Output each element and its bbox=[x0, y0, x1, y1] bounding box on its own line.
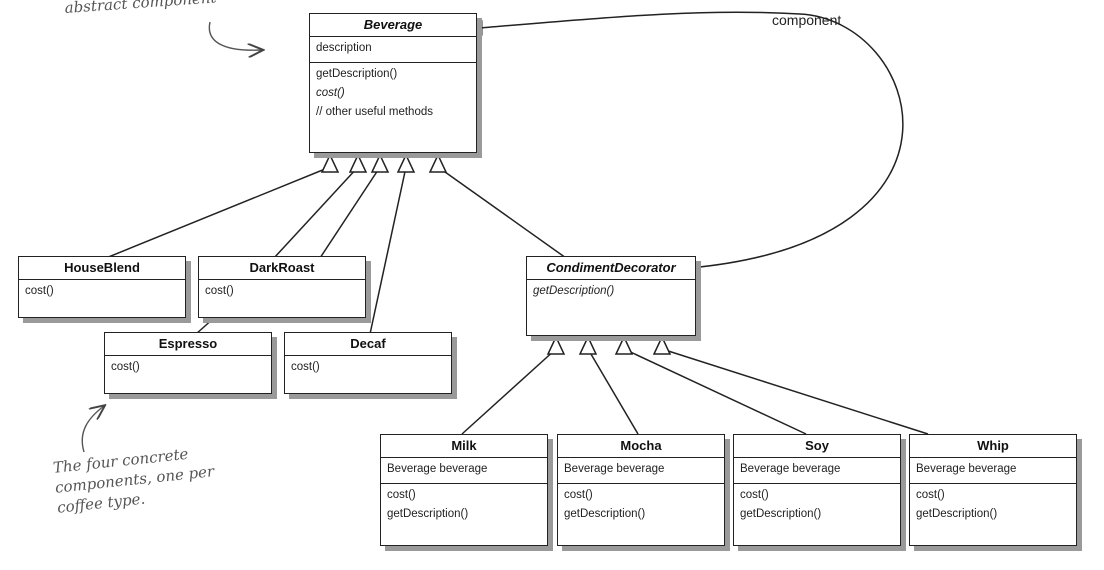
edge-decaf-beverage bbox=[369, 166, 407, 335]
class-name: Soy bbox=[734, 435, 900, 458]
edge-soy-decorator bbox=[623, 348, 807, 435]
class-name: Beverage bbox=[310, 14, 476, 37]
methods-section: cost() getDescription() bbox=[381, 483, 547, 528]
fields-section: Beverage beverage bbox=[558, 458, 724, 483]
methods-section: cost() getDescription() bbox=[558, 483, 724, 528]
triangle-head-5 bbox=[428, 153, 448, 173]
methods-section: cost() getDescription() bbox=[734, 483, 900, 528]
class-name: DarkRoast bbox=[199, 257, 365, 280]
class-espresso[interactable]: Espresso cost() bbox=[104, 332, 272, 394]
class-name: Mocha bbox=[558, 435, 724, 458]
method-get-description: getDescription() bbox=[533, 285, 615, 297]
triangle-head-7 bbox=[578, 335, 598, 355]
class-mocha[interactable]: Mocha Beverage beverage cost() getDescri… bbox=[557, 434, 725, 546]
fields-section: Beverage beverage bbox=[910, 458, 1076, 483]
field-beverage: Beverage beverage bbox=[916, 463, 1017, 475]
class-beverage[interactable]: Beverage description getDescription() co… bbox=[309, 13, 477, 153]
edge-whip-decorator bbox=[661, 348, 929, 435]
triangle-head-8 bbox=[614, 335, 634, 355]
method-get-description: getDescription() bbox=[387, 508, 469, 520]
methods-section: cost() bbox=[199, 280, 365, 305]
method-cost: cost() bbox=[740, 489, 769, 501]
class-whip[interactable]: Whip Beverage beverage cost() getDescrip… bbox=[909, 434, 1077, 546]
class-condiment-decorator[interactable]: CondimentDecorator getDescription() bbox=[526, 256, 696, 336]
triangle-head-9 bbox=[652, 335, 672, 355]
method-other: // other useful methods bbox=[316, 106, 433, 118]
edge-darkroast-left-beverage bbox=[273, 166, 359, 259]
triangle-head-1 bbox=[320, 153, 340, 173]
field-beverage: Beverage beverage bbox=[564, 463, 665, 475]
class-name: Decaf bbox=[285, 333, 451, 356]
class-darkroast[interactable]: DarkRoast cost() bbox=[198, 256, 366, 318]
method-cost: cost() bbox=[387, 489, 416, 501]
triangle-head-4 bbox=[396, 153, 416, 173]
class-name: Whip bbox=[910, 435, 1076, 458]
triangle-head-3 bbox=[370, 153, 390, 173]
fields-section: Beverage beverage bbox=[381, 458, 547, 483]
class-milk[interactable]: Milk Beverage beverage cost() getDescrip… bbox=[380, 434, 548, 546]
methods-section: cost() bbox=[19, 280, 185, 305]
method-get-description: getDescription() bbox=[916, 508, 998, 520]
fields-section: Beverage beverage bbox=[734, 458, 900, 483]
methods-section: cost() getDescription() bbox=[910, 483, 1076, 528]
top-note-arrow bbox=[208, 21, 262, 50]
field-beverage: Beverage beverage bbox=[387, 463, 488, 475]
methods-section: getDescription() bbox=[527, 280, 695, 305]
edge-component-composition bbox=[479, 11, 904, 269]
methods-section: getDescription() cost() // other useful … bbox=[310, 62, 476, 126]
edge-mocha-decorator bbox=[587, 348, 639, 435]
methods-section: cost() bbox=[105, 356, 271, 381]
method-cost: cost() bbox=[316, 87, 345, 99]
triangle-head-6 bbox=[546, 335, 566, 355]
edge-espresso-darkroast bbox=[195, 317, 215, 335]
edge-milk-decorator bbox=[461, 348, 557, 435]
method-cost: cost() bbox=[564, 489, 593, 501]
methods-section: cost() bbox=[285, 356, 451, 381]
edge-decorator-beverage bbox=[437, 166, 567, 259]
class-name: HouseBlend bbox=[19, 257, 185, 280]
edge-darkroast-right-beverage bbox=[319, 166, 381, 259]
class-name: CondimentDecorator bbox=[527, 257, 695, 280]
method-get-description: getDescription() bbox=[740, 508, 822, 520]
method-cost: cost() bbox=[291, 361, 320, 373]
class-name: Espresso bbox=[105, 333, 271, 356]
field-beverage: Beverage beverage bbox=[740, 463, 841, 475]
component-edge-label: component bbox=[772, 12, 842, 28]
method-cost: cost() bbox=[111, 361, 140, 373]
method-cost: cost() bbox=[25, 285, 54, 297]
class-houseblend[interactable]: HouseBlend cost() bbox=[18, 256, 186, 318]
method-cost: cost() bbox=[916, 489, 945, 501]
field-description: description bbox=[316, 42, 372, 54]
class-decaf[interactable]: Decaf cost() bbox=[284, 332, 452, 394]
triangle-head-2 bbox=[348, 153, 368, 173]
method-get-description: getDescription() bbox=[564, 508, 646, 520]
class-soy[interactable]: Soy Beverage beverage cost() getDescript… bbox=[733, 434, 901, 546]
method-cost: cost() bbox=[205, 285, 234, 297]
bottom-note-arrow bbox=[81, 406, 104, 453]
edge-houseblend-beverage bbox=[105, 166, 331, 259]
method-get-description: getDescription() bbox=[316, 68, 398, 80]
fields-section: description bbox=[310, 37, 476, 62]
class-name: Milk bbox=[381, 435, 547, 458]
